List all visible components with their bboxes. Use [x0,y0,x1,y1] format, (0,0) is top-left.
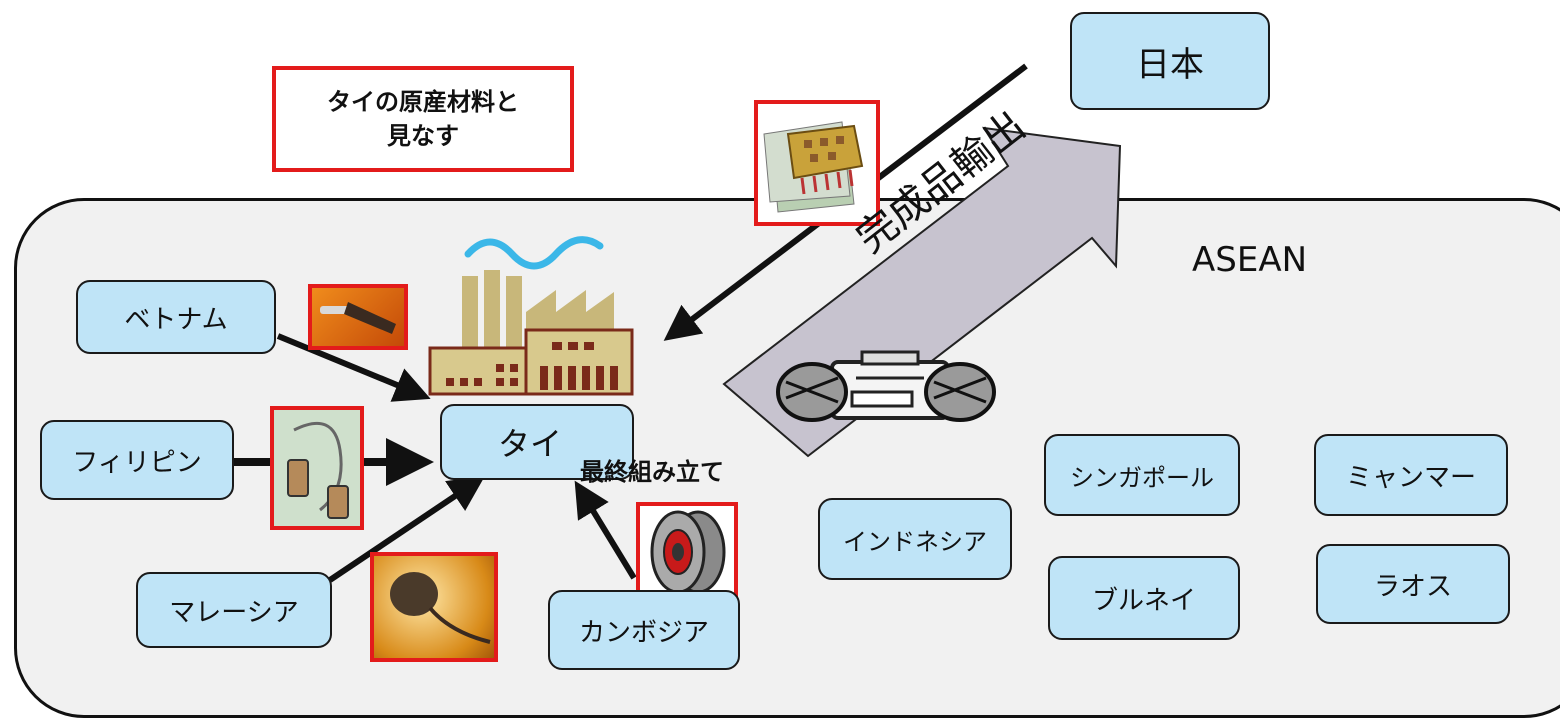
speaker-picture [636,502,738,602]
country-myanmar: ミャンマー [1314,434,1508,516]
diagram-graphics [234,63,1122,583]
callout-line-1: タイの原産材料と [327,88,519,116]
radio-icon [776,350,996,422]
country-vietnam: ベトナム [76,280,276,354]
speaker-icon [650,510,726,594]
country-brunei: ブルネイ [1048,556,1240,640]
country-thailand: タイ [440,404,634,480]
vietnam-arrow [276,333,431,402]
country-philippines: フィリピン [40,420,234,500]
cable-picture [270,406,364,530]
chip-icon [763,121,864,213]
country-singapore: シンガポール [1044,434,1240,516]
asean-label: ASEAN [1192,240,1308,280]
capacitor-icon [390,572,491,644]
final-assembly-label: 最終組み立て [580,458,724,486]
capacitor-picture [370,552,498,662]
chip-picture [754,100,880,226]
cable-jack-icon [320,302,396,334]
country-indonesia: インドネシア [818,498,1012,580]
country-japan: 日本 [1070,12,1270,110]
cambodia-arrow [574,480,637,580]
country-laos: ラオス [1316,544,1510,624]
country-cambodia: カンボジア [548,590,740,670]
callout-line-2: 見なす [387,122,459,150]
origin-callout: タイの原産材料と 見なす [272,66,574,172]
malaysia-arrow [328,475,485,583]
jack-picture [308,284,408,350]
serial-cable-icon [287,421,349,519]
country-malaysia: マレーシア [136,572,332,648]
factory-icon [428,236,634,396]
